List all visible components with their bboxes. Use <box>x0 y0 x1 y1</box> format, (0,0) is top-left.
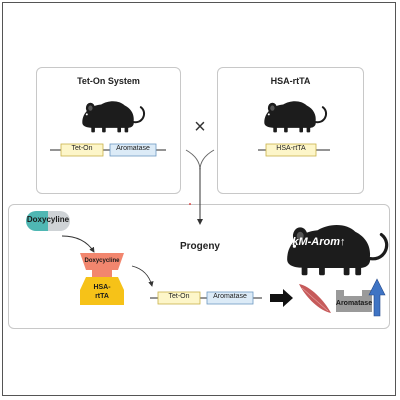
mouse-icon <box>81 100 146 134</box>
hsa-rtta-panel <box>217 67 364 194</box>
doxycycline-bound-label: Doxycycline <box>84 258 120 264</box>
tet-on-label: Tet-On <box>168 293 190 300</box>
muscle-icon <box>299 284 331 313</box>
curved-arrow <box>131 265 154 287</box>
tet-on-system-title: Tet-On System <box>77 76 140 86</box>
tet-on-box <box>60 143 104 157</box>
aromatase-label: Aromatase <box>116 145 150 152</box>
curved-arrow <box>61 235 95 253</box>
tet-on-system-panel <box>36 67 181 194</box>
doxycycline-pill-label: Doxycyline <box>26 215 70 224</box>
aromatase-box <box>206 291 254 305</box>
skm-arom-label: SkM-Arom↑ <box>285 236 346 248</box>
tet-on-box <box>157 291 201 305</box>
doxycycline-receptor-complex <box>80 253 124 305</box>
mouse-icon <box>285 223 389 277</box>
mouse-icon <box>263 100 328 134</box>
aromatase-protein-label: Aromatase <box>335 300 373 307</box>
hsa-rtta-title: HSA-rtTA <box>270 76 311 86</box>
doxycycline-pill <box>26 211 70 231</box>
thick-right-arrow <box>270 289 293 307</box>
hsa-rtta-box <box>265 143 317 157</box>
aromatase-label: Aromatase <box>213 293 247 300</box>
muscle-fiber <box>301 287 329 312</box>
aromatase-protein-icon <box>336 290 372 312</box>
hsa-rtta-label: HSA-rtTA <box>276 145 306 152</box>
up-arrow-icon <box>368 278 386 317</box>
merge-curve <box>185 149 215 171</box>
red-dot <box>189 203 191 205</box>
hsa-rtta-line1: HSA- <box>93 284 111 291</box>
hsa-rtta-line2: rtTA <box>95 293 109 300</box>
cross-symbol: × <box>194 116 206 138</box>
progeny-label: Progeny <box>179 241 220 252</box>
tet-on-label: Tet-On <box>71 145 93 152</box>
aromatase-box <box>109 143 157 157</box>
